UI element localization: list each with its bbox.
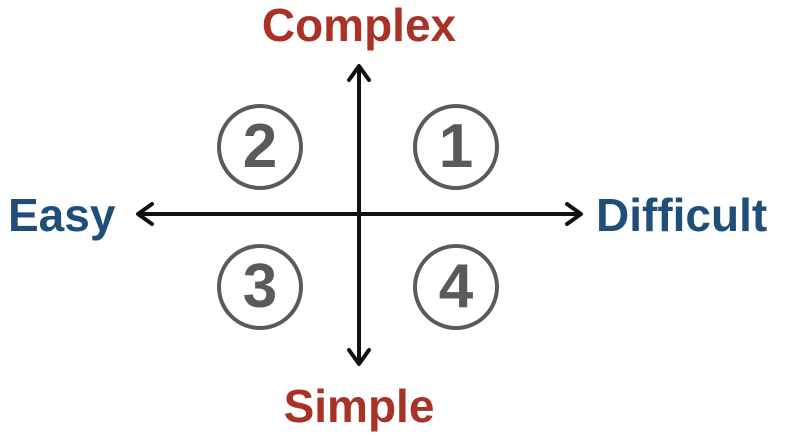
axis-label-complex: Complex: [261, 0, 457, 51]
quadrant-marker-3: 3: [217, 244, 303, 330]
arrow-down-head: [347, 348, 371, 366]
arrow-up-head: [347, 64, 371, 82]
arrow-left-head: [136, 202, 154, 226]
axis-label-easy: Easy: [8, 189, 116, 241]
axis-label-simple: Simple: [283, 380, 435, 432]
quadrant-marker-1: 1: [413, 104, 499, 190]
arrow-right-head: [565, 202, 583, 226]
quadrant-marker-2: 2: [217, 104, 303, 190]
quadrant-marker-4: 4: [413, 244, 499, 330]
axis-label-difficult: Difficult: [596, 189, 768, 241]
